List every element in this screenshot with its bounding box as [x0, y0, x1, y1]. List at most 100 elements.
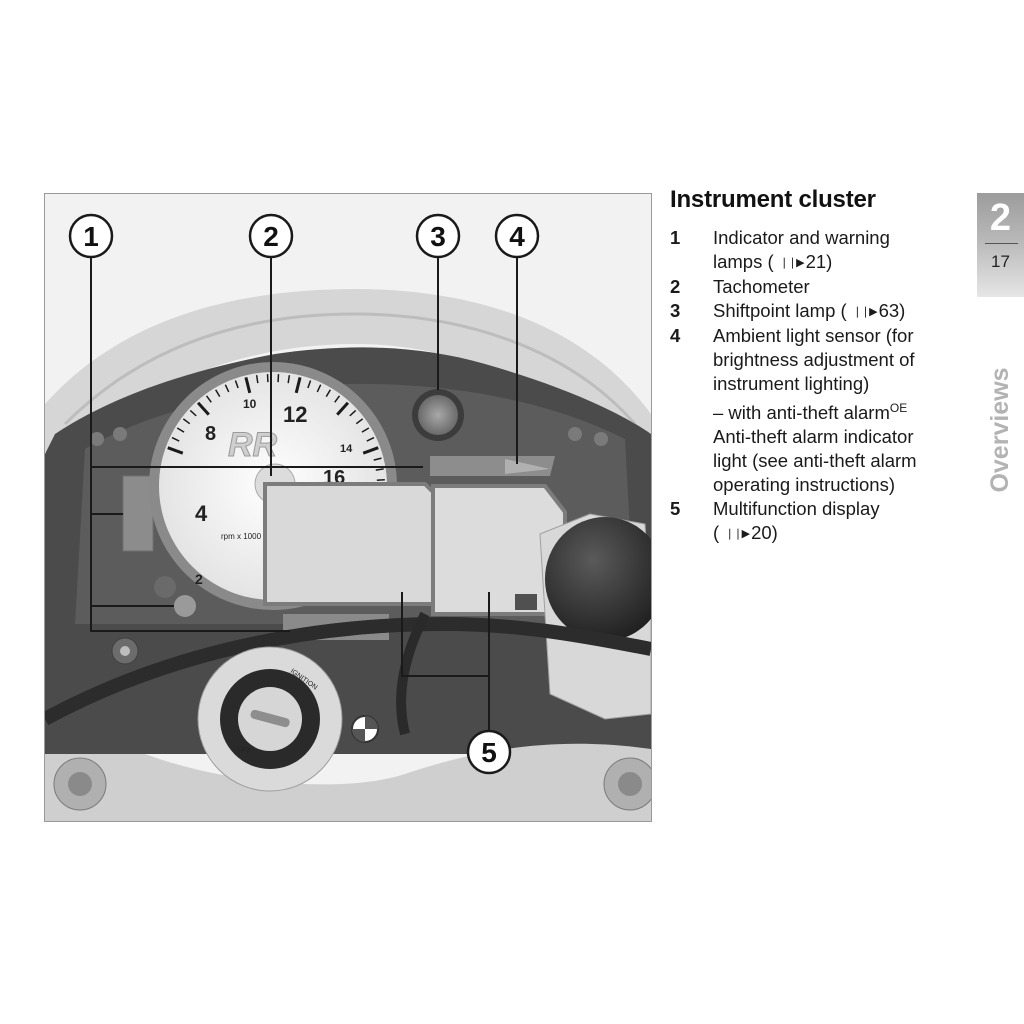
tachometer-logo: RR	[228, 426, 278, 464]
tachometer-tick	[307, 380, 312, 389]
legend-line: Shiftpoint lamp (❘❘▶63)	[713, 300, 906, 321]
legend-line: lamps (❘❘▶21)	[713, 251, 833, 272]
legend-line-text: – with anti-theft alarm	[713, 402, 890, 423]
callout-1: 1	[68, 213, 114, 259]
tachometer-tick	[224, 384, 230, 393]
page-reference-arrow-icon: ❘❘▶	[779, 257, 805, 269]
tach-scale-number: 10	[243, 397, 257, 411]
cable	[45, 616, 651, 726]
legend-line: Tachometer	[713, 276, 810, 297]
legend-line: light (see anti-theft alarm	[713, 450, 917, 471]
windscreen-edge	[63, 312, 637, 426]
brand-roundel-quadrant	[352, 729, 365, 742]
ignition-label: OFF	[236, 745, 251, 755]
section-heading: Instrument cluster	[670, 186, 876, 213]
tachometer-tick	[255, 375, 259, 384]
callout-number: 3	[430, 221, 446, 252]
reservoir-cap	[545, 517, 651, 641]
page-reference[interactable]: 20	[751, 522, 772, 543]
legend-line: Multifunction display	[713, 498, 880, 519]
tach-scale-number: 2	[195, 571, 203, 587]
page-reference[interactable]: 21	[805, 251, 827, 272]
page-reference-arrow-icon: ❘❘▶	[852, 306, 878, 318]
tachometer-tick	[355, 418, 364, 425]
chapter-number: 2	[989, 197, 1012, 239]
optional-equipment-superscript: OE	[889, 401, 908, 415]
tachometer-tick	[205, 395, 212, 403]
chapter-tab[interactable]: 2 17	[977, 193, 1024, 297]
screw	[594, 432, 608, 446]
brand-roundel-quadrant	[365, 716, 378, 729]
legend-item-4: 4 Ambient light sensor (for brightness a…	[670, 324, 940, 497]
callout-2: 2	[248, 213, 294, 259]
tachometer-tick	[362, 446, 379, 455]
tachometer-tick	[361, 427, 370, 433]
tachometer-tick	[234, 380, 239, 389]
tach-scale-number: 14	[340, 443, 353, 455]
tachometer-unit: rpm x 1000	[221, 532, 262, 541]
legend-list: 1 Indicator and warning lamps (❘❘▶21) 2 …	[670, 226, 940, 546]
section-label: Overviews	[986, 367, 1014, 493]
indicator-lamp	[154, 576, 176, 598]
tachometer-tick	[375, 468, 384, 471]
tachometer-tick	[287, 375, 291, 384]
tachometer-tick	[189, 409, 197, 417]
callout-leader-5	[401, 592, 489, 677]
page-reference[interactable]: 63	[878, 300, 900, 321]
instrument-cluster-illustration: 2 4 8 10 12 14 16 RR rpm x 1000	[45, 194, 651, 821]
screw	[113, 427, 127, 441]
tachometer-tick	[167, 446, 184, 455]
tachometer-tick	[366, 436, 375, 442]
page-reference-arrow-icon: ❘❘▶	[725, 528, 750, 540]
legend-text: Shiftpoint lamp (❘❘▶63)	[713, 299, 940, 324]
callout-number: 2	[263, 221, 279, 252]
callout-number: 4	[509, 221, 525, 252]
mounting-bolt-center	[120, 646, 130, 656]
legend-text: Tachometer	[713, 275, 940, 299]
tach-scale-number: 12	[283, 402, 307, 427]
screw	[90, 432, 104, 446]
legend-text: Indicator and warning lamps (❘❘▶21)	[713, 226, 940, 275]
fork-bolt	[618, 772, 642, 796]
legend-line: – with anti-theft alarmOE	[713, 396, 940, 425]
tachometer-tick	[215, 389, 221, 398]
tachometer-tick	[244, 376, 252, 394]
fork-bolt	[68, 772, 92, 796]
legend-item-3: 3 Shiftpoint lamp (❘❘▶63)	[670, 299, 940, 324]
legend-text: Ambient light sensor (for brightness adj…	[713, 324, 940, 497]
cable	[396, 611, 430, 736]
callout-number: 5	[481, 737, 497, 768]
tachometer-tick	[196, 401, 210, 416]
callout-3: 3	[415, 213, 461, 259]
indicator-lamp	[174, 595, 196, 617]
legend-number: 5	[670, 498, 681, 519]
page-number: 17	[991, 252, 1010, 271]
tab-divider	[985, 243, 1018, 244]
legend-line: instrument lighting)	[713, 373, 870, 394]
reservoir-mount	[515, 594, 537, 610]
callout-leaders	[90, 255, 518, 732]
tachometer-tick	[349, 409, 357, 417]
ignition-key-slot	[250, 709, 290, 728]
legend-line-text: lamps	[713, 251, 763, 272]
tachometer-tick	[334, 395, 341, 403]
callout-5: 5	[466, 729, 512, 775]
indicator-lamp-panel	[122, 475, 154, 552]
legend-line-text: Shiftpoint lamp	[713, 300, 836, 321]
callout-number: 1	[83, 221, 99, 252]
legend-text: Multifunction display (❘❘▶20)	[713, 497, 940, 546]
tachometer-tick	[325, 389, 331, 398]
legend-line: operating instructions)	[713, 474, 896, 495]
callout-leader-1	[90, 255, 290, 632]
tachometer-tick	[182, 418, 191, 425]
legend-number: 3	[670, 300, 681, 321]
tachometer-tick	[176, 427, 185, 433]
legend-number: 2	[670, 276, 681, 297]
legend-line: (❘❘▶20)	[713, 522, 778, 543]
legend-line: Indicator and warning	[713, 227, 890, 248]
legend-line: brightness adjustment of	[713, 349, 915, 370]
legend-number: 1	[670, 227, 681, 248]
multifunction-display-left	[263, 482, 437, 606]
legend-item-1: 1 Indicator and warning lamps (❘❘▶21)	[670, 226, 940, 275]
tachometer-tick	[171, 436, 180, 442]
